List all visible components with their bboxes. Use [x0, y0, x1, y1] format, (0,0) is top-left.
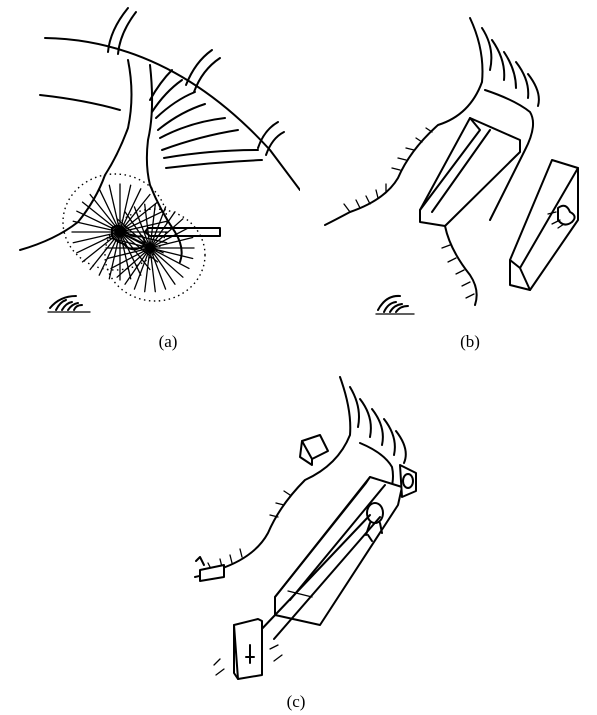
cuff-3b [266, 132, 284, 155]
caption-a: (a) [138, 332, 198, 352]
hatch-lower-left [50, 296, 82, 310]
hatch-left [208, 491, 290, 571]
cut-block [275, 477, 402, 625]
hatch-left [344, 128, 432, 212]
fringe [482, 28, 539, 106]
tag-lower-left [200, 565, 224, 581]
branch-4b [166, 160, 262, 168]
panel-b-drawing [320, 0, 597, 330]
panel-a-drawing [0, 0, 300, 330]
hinge [367, 503, 383, 523]
caption-b: (b) [440, 332, 500, 352]
panel-c-drawing [170, 365, 470, 685]
cut-out-block [420, 118, 520, 226]
panel-c [170, 365, 470, 685]
cuff-3 [258, 122, 278, 148]
branch-2 [156, 92, 195, 118]
panel-b [320, 0, 597, 330]
bottom-block [234, 619, 262, 679]
vessel-inner-wall [40, 95, 120, 110]
hatch-lower [442, 245, 474, 298]
trunk-lower [445, 226, 477, 305]
branch-1b [152, 80, 182, 112]
caption-c: (c) [266, 692, 326, 712]
hatch-lower-left [378, 296, 408, 312]
branch-1 [150, 70, 172, 100]
clamp-upper-left [302, 435, 328, 459]
tag-lower-left-prong [196, 557, 204, 565]
panel-a [0, 0, 300, 330]
branch-3b [162, 130, 238, 150]
branch-2b [158, 104, 205, 130]
branch-4 [164, 150, 258, 158]
